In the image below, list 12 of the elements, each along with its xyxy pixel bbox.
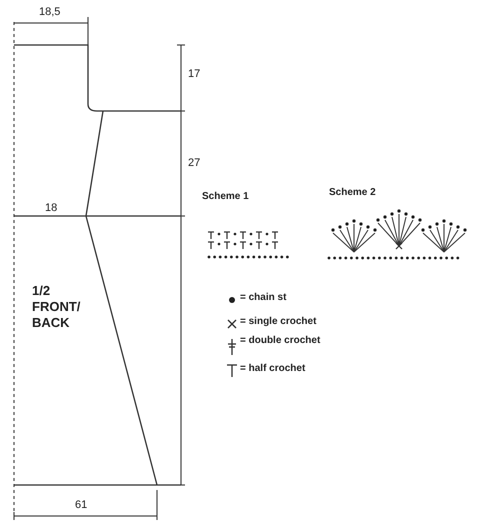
dimension-label: 27 bbox=[188, 157, 200, 169]
legend-label: = chain st bbox=[240, 292, 286, 303]
scheme-title: Scheme 2 bbox=[329, 187, 376, 198]
legend-label: = double crochet bbox=[240, 335, 320, 346]
dimension-label: 61 bbox=[75, 499, 88, 511]
dimension-label: 18 bbox=[45, 202, 58, 214]
piece-label: 1/2 FRONT/ BACK bbox=[32, 283, 82, 331]
legend-label: = single crochet bbox=[240, 316, 316, 327]
legend-label: = half crochet bbox=[240, 363, 306, 374]
dimension-label: 18,5 bbox=[39, 6, 60, 18]
dimension-label: 17 bbox=[188, 68, 200, 80]
scheme-title: Scheme 1 bbox=[202, 191, 249, 202]
